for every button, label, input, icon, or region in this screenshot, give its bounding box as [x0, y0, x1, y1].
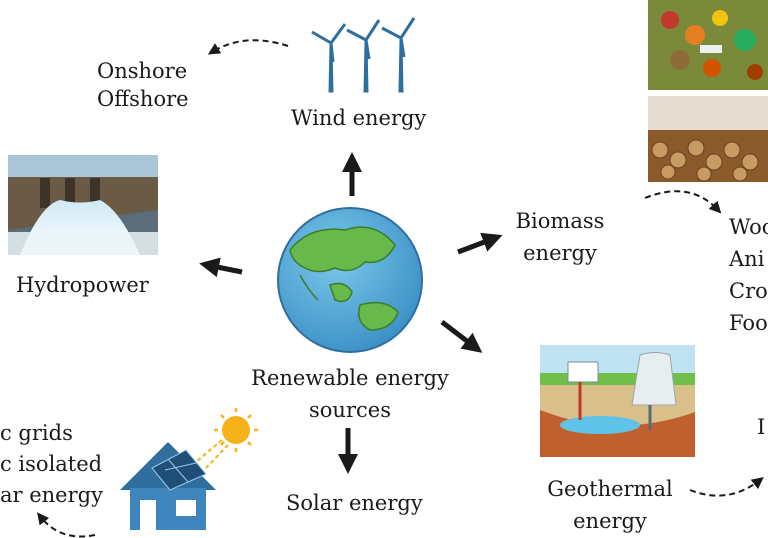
biomass-item: Ani: [729, 247, 765, 271]
dashed-arrow-wind: [207, 39, 289, 55]
wind-sub-label-1: Onshore: [97, 59, 188, 83]
wind-sub-label-2: Offshore: [97, 87, 189, 111]
sun-icon: [195, 408, 258, 471]
dam-image: [8, 155, 158, 255]
biomass-item: Woo: [729, 215, 768, 239]
wood-logs-image: [648, 96, 768, 182]
geothermal-label-line1: Geothermal: [547, 477, 673, 501]
center-label-line1: Renewable energy: [251, 366, 449, 390]
solar-house-icon: [120, 442, 216, 530]
wind-energy-label: Wind energy: [291, 106, 427, 130]
arrow-to-biomass: [457, 232, 503, 255]
geothermal-plant-image: [540, 345, 695, 457]
biomass-label-line2: energy: [523, 241, 597, 265]
solar-energy-label: Solar energy: [286, 491, 423, 515]
dashed-arrow-geothermal: [689, 477, 764, 497]
biomass-label-line1: Biomass: [515, 209, 605, 233]
hydropower-label: Hydropower: [16, 273, 149, 297]
dashed-arrow-biomass: [644, 190, 722, 214]
biomass-item: Foo: [729, 311, 768, 335]
arrow-to-geothermal: [440, 320, 483, 353]
center-label-line2: sources: [309, 398, 391, 422]
solar-item: c isolated: [0, 452, 103, 476]
solar-item: ar energy: [0, 483, 103, 507]
solar-item: c grids: [0, 421, 73, 445]
geothermal-partial-text: I: [757, 415, 766, 439]
earth-globe-icon: [277, 207, 423, 353]
biomass-item: Cro: [729, 279, 768, 303]
wind-turbines-icon: [311, 17, 416, 93]
food-waste-image: [648, 0, 768, 90]
geothermal-label-line2: energy: [573, 509, 647, 533]
arrow-to-hydro: [199, 257, 243, 278]
dashed-arrow-solar: [37, 512, 96, 538]
